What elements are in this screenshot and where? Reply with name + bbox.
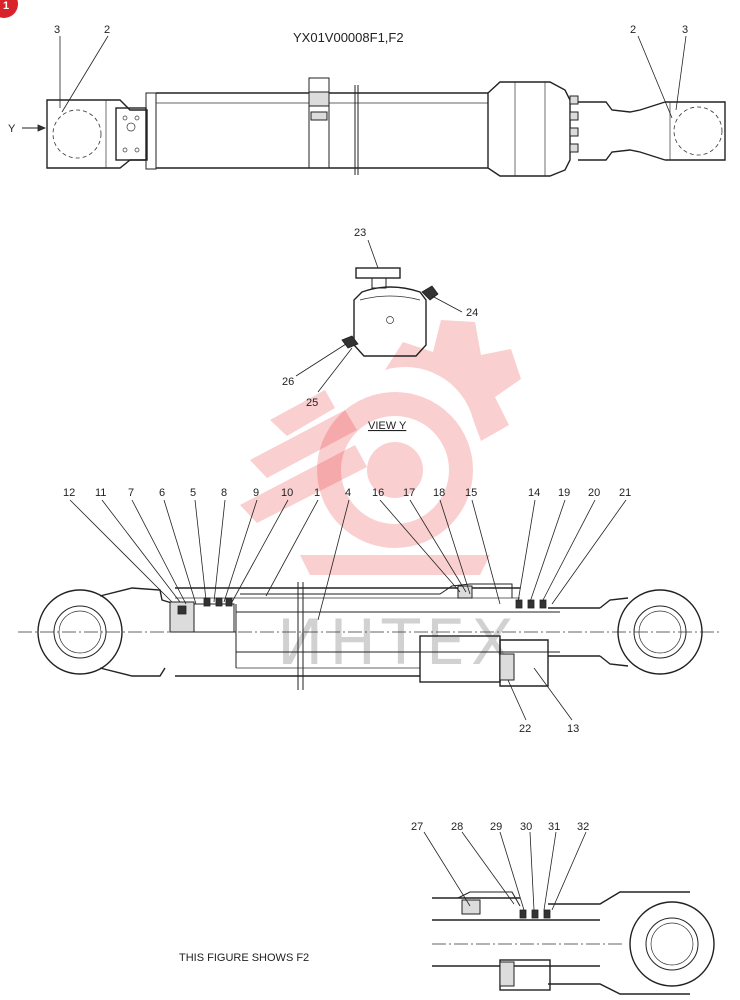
watermark-text: ИНТЕХ [277,606,520,679]
callout-top-2-right: 2 [630,24,636,36]
callout-view-y-23: 23 [354,227,366,239]
callout-main-5: 5 [190,487,196,499]
view-y-arrow-label: Y [8,123,16,135]
callout-main-7: 7 [128,487,134,499]
drawing-code: YX01V00008F1,F2 [293,30,404,45]
main-callouts-top: 12 11 7 6 5 8 9 10 1 4 16 17 18 15 14 19… [63,487,631,499]
callout-detail-29: 29 [490,821,502,833]
callout-main-11: 11 [95,487,106,499]
view-y-detail [295,239,463,393]
callout-detail-27: 27 [411,821,423,833]
main-callout-leaders [69,499,627,721]
callout-main-12: 12 [63,487,75,499]
callout-top-3-left: 3 [54,24,60,36]
callout-main-17: 17 [403,487,415,499]
callout-main-16: 16 [372,487,384,499]
corner-badge: 1 [0,0,18,18]
callout-view-y-25: 25 [306,397,318,409]
callout-top-2-left: 2 [104,24,110,36]
callout-main-22: 22 [519,723,531,735]
callout-view-y-24: 24 [466,307,478,319]
callout-main-19: 19 [558,487,570,499]
top-view-callouts: 3 2 2 3 [54,24,688,119]
f2-detail-caption: THIS FIGURE SHOWS F2 [179,952,309,964]
callout-detail-28: 28 [451,821,463,833]
callout-main-8: 8 [221,487,227,499]
watermark-logo [240,320,521,575]
top-view-cylinder [22,77,726,177]
corner-badge-number: 1 [3,0,9,12]
view-y-caption: VIEW Y [368,420,407,432]
callout-main-21: 21 [619,487,631,499]
f2-detail-view [423,831,715,995]
callout-main-10: 10 [281,487,293,499]
callout-main-18: 18 [433,487,445,499]
callout-main-20: 20 [588,487,600,499]
callout-main-6: 6 [159,487,165,499]
callout-main-15: 15 [465,487,477,499]
callout-detail-31: 31 [548,821,560,833]
callout-main-1: 1 [314,487,320,499]
callout-view-y-26: 26 [282,376,294,388]
callout-top-3-right: 3 [682,24,688,36]
callout-main-9: 9 [253,487,259,499]
main-section-cylinder [18,582,722,690]
callout-main-4: 4 [345,487,351,499]
callout-detail-32: 32 [577,821,589,833]
callout-detail-30: 30 [520,821,532,833]
callout-main-13: 13 [567,723,579,735]
callout-main-14: 14 [528,487,540,499]
